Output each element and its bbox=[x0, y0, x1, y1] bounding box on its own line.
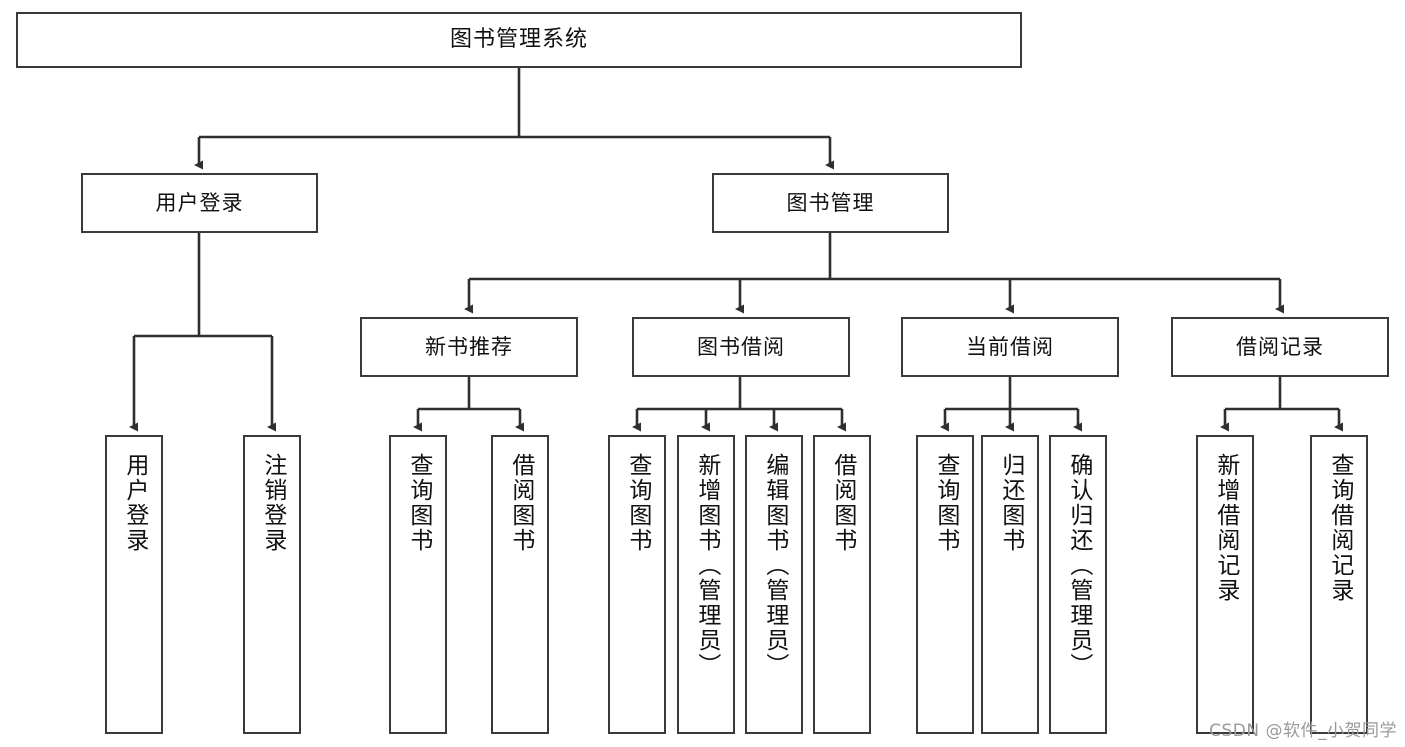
node-leaf-return-book-label: 归还图书 bbox=[997, 453, 1024, 553]
node-current-borrow-label: 当前借阅 bbox=[966, 334, 1054, 359]
node-book-borrow[interactable]: 图书借阅 bbox=[632, 317, 850, 377]
node-leaf-user-login-label: 用户登录 bbox=[121, 453, 148, 553]
node-borrow-records[interactable]: 借阅记录 bbox=[1171, 317, 1389, 377]
node-leaf-add-book-admin[interactable]: 新增图书（管理员） bbox=[677, 435, 735, 734]
node-leaf-query-borrow-record[interactable]: 查询借阅记录 bbox=[1310, 435, 1368, 734]
node-leaf-confirm-return-admin[interactable]: 确认归还（管理员） bbox=[1049, 435, 1107, 734]
node-leaf-query-book-borrow[interactable]: 查询图书 bbox=[608, 435, 666, 734]
node-current-borrow[interactable]: 当前借阅 bbox=[901, 317, 1119, 377]
node-leaf-edit-book-admin[interactable]: 编辑图书（管理员） bbox=[745, 435, 803, 734]
node-new-book-recommend-label: 新书推荐 bbox=[425, 334, 513, 359]
node-leaf-query-book-recommend-label: 查询图书 bbox=[405, 453, 432, 553]
node-root-book-management-system[interactable]: 图书管理系统 bbox=[16, 12, 1022, 68]
node-leaf-query-borrow-record-label: 查询借阅记录 bbox=[1326, 453, 1353, 603]
node-leaf-query-book-recommend[interactable]: 查询图书 bbox=[389, 435, 447, 734]
node-leaf-query-book-current-label: 查询图书 bbox=[932, 453, 959, 553]
node-leaf-add-borrow-record[interactable]: 新增借阅记录 bbox=[1196, 435, 1254, 734]
node-leaf-return-book[interactable]: 归还图书 bbox=[981, 435, 1039, 734]
node-leaf-confirm-return-admin-label: 确认归还（管理员） bbox=[1065, 453, 1092, 678]
node-leaf-borrow-book-recommend[interactable]: 借阅图书 bbox=[491, 435, 549, 734]
watermark-text: CSDN @软件_小贺同学 bbox=[1209, 721, 1397, 741]
node-book-borrow-label: 图书借阅 bbox=[697, 334, 785, 359]
node-user-login-label: 用户登录 bbox=[155, 190, 244, 215]
node-leaf-logout[interactable]: 注销登录 bbox=[243, 435, 301, 734]
node-leaf-user-login[interactable]: 用户登录 bbox=[105, 435, 163, 734]
node-leaf-query-book-current[interactable]: 查询图书 bbox=[916, 435, 974, 734]
node-root-label: 图书管理系统 bbox=[449, 27, 588, 53]
node-leaf-borrow-book-recommend-label: 借阅图书 bbox=[507, 453, 534, 553]
node-user-login[interactable]: 用户登录 bbox=[81, 173, 318, 233]
node-book-management[interactable]: 图书管理 bbox=[712, 173, 949, 233]
node-leaf-add-borrow-record-label: 新增借阅记录 bbox=[1212, 453, 1239, 603]
node-leaf-logout-label: 注销登录 bbox=[259, 453, 286, 553]
node-leaf-borrow-book[interactable]: 借阅图书 bbox=[813, 435, 871, 734]
node-borrow-records-label: 借阅记录 bbox=[1236, 334, 1324, 359]
node-leaf-add-book-admin-label: 新增图书（管理员） bbox=[693, 453, 720, 678]
node-new-book-recommend[interactable]: 新书推荐 bbox=[360, 317, 578, 377]
node-leaf-query-book-borrow-label: 查询图书 bbox=[624, 453, 651, 553]
node-book-management-label: 图书管理 bbox=[786, 190, 875, 215]
node-leaf-edit-book-admin-label: 编辑图书（管理员） bbox=[761, 453, 788, 678]
node-leaf-borrow-book-label: 借阅图书 bbox=[829, 453, 856, 553]
